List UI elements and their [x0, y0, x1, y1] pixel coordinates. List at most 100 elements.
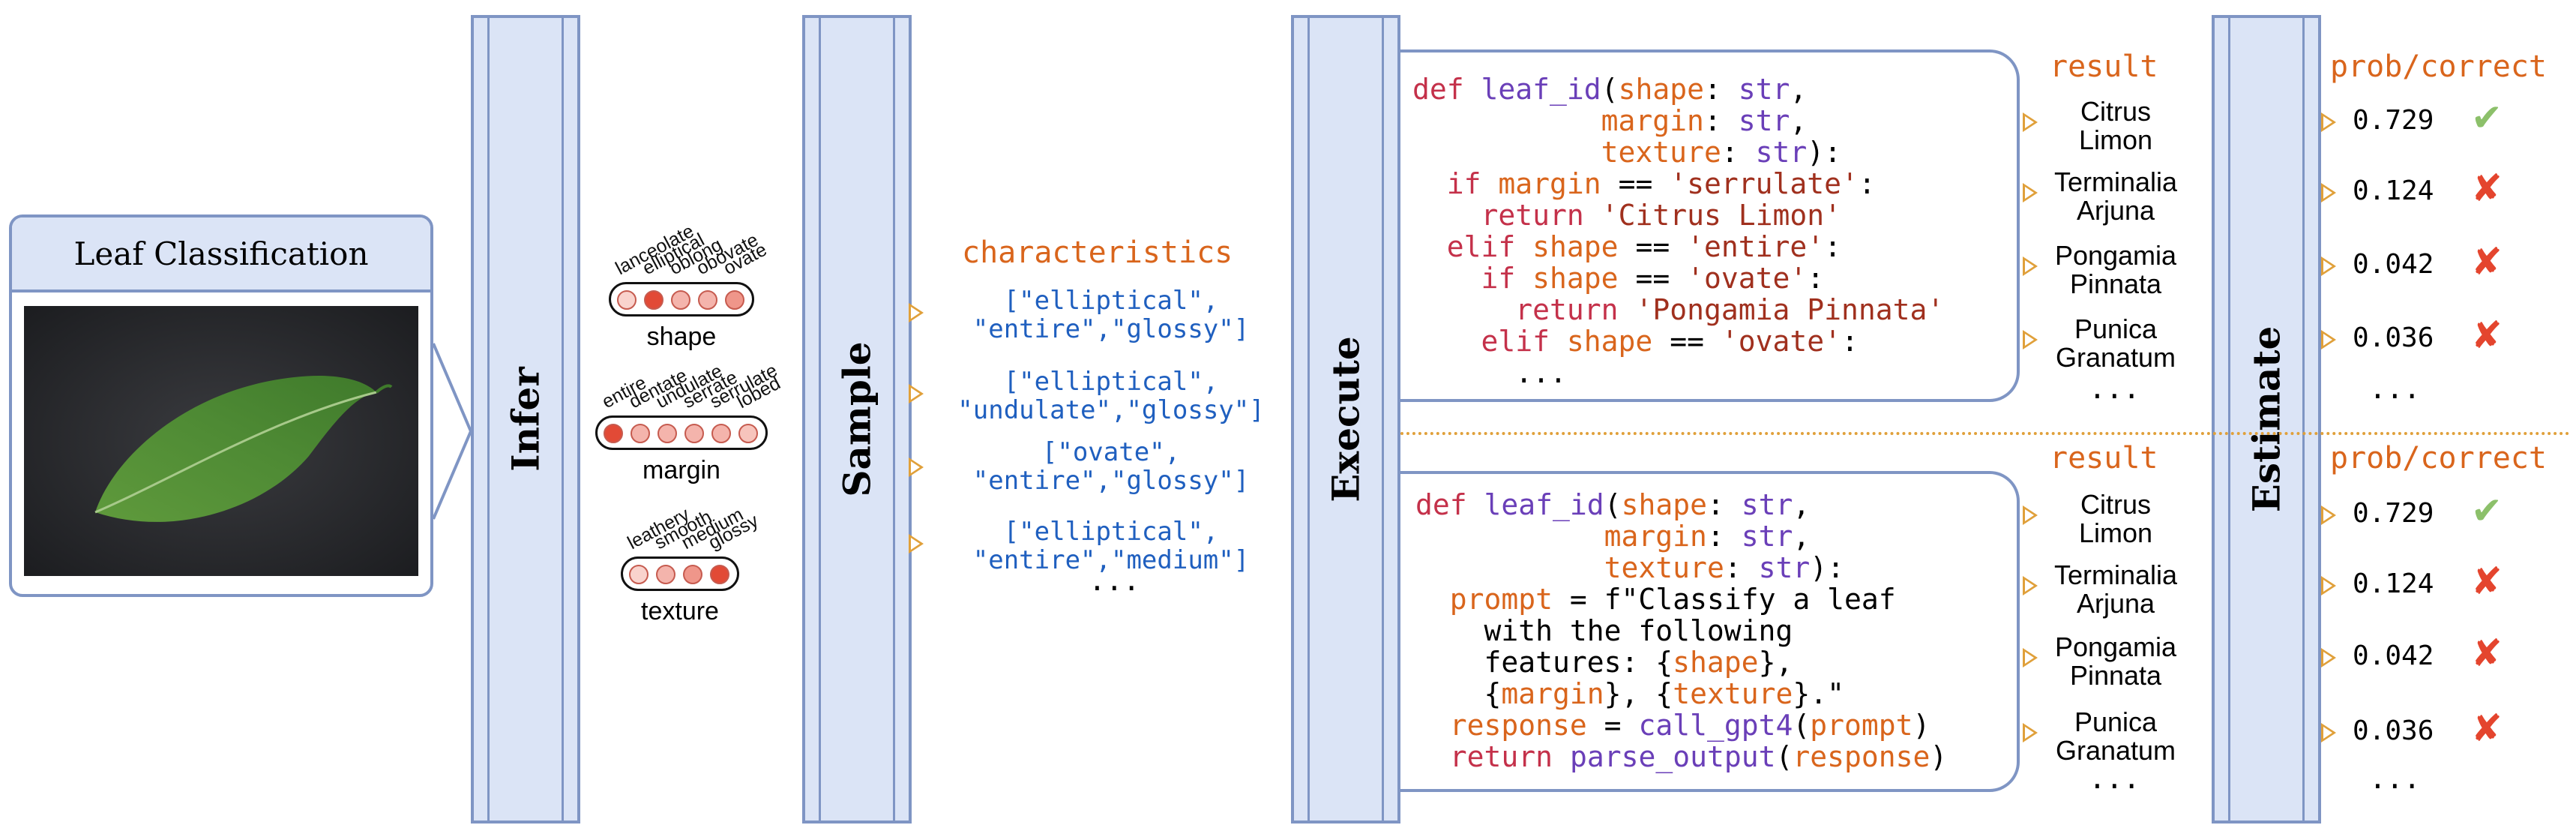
- sample-arrow: [909, 458, 924, 477]
- stage-sample: Sample: [802, 15, 912, 824]
- cross-icon: ✘: [2471, 314, 2503, 357]
- probability-value: 0.042: [2353, 249, 2434, 280]
- prob-ellipsis: ...: [2369, 762, 2421, 795]
- attribute-name: texture: [641, 597, 719, 626]
- check-icon: ✔: [2471, 96, 2503, 140]
- results-ellipsis: ...: [2089, 762, 2140, 795]
- prob-header: prob/correct: [2330, 50, 2547, 84]
- stage-infer-label: Infer: [503, 367, 548, 472]
- prob-arrow: [2321, 506, 2336, 525]
- connector-arrow: [433, 343, 473, 520]
- sample-item: ["elliptical","entire","medium"]: [946, 518, 1276, 574]
- prob-ellipsis: ...: [2369, 372, 2421, 405]
- attribute-option-dot: [617, 290, 637, 310]
- sample-line: ["elliptical",: [1003, 367, 1219, 397]
- check-icon: ✔: [2471, 489, 2503, 532]
- prob-arrow: [2321, 112, 2336, 132]
- result-header: result: [2050, 441, 2158, 476]
- attribute-option-dot: [725, 290, 744, 310]
- sample-line: ["ovate",: [1041, 437, 1181, 467]
- prob-arrow: [2321, 330, 2336, 350]
- attribute-option-dot: [684, 424, 704, 443]
- code-box-rule-based: [1400, 50, 2020, 402]
- result-arrow: [2023, 576, 2038, 596]
- sample-line: ["elliptical",: [1003, 286, 1219, 316]
- cross-icon: ✘: [2471, 706, 2503, 750]
- leaf-photo: [24, 306, 418, 576]
- cross-icon: ✘: [2471, 632, 2503, 675]
- stage-sample-label: Sample: [834, 341, 879, 497]
- code-llm: def leaf_id(shape: str, margin: str, tex…: [1415, 488, 1948, 773]
- probability-value: 0.729: [2353, 105, 2434, 136]
- attribute-option-dot: [710, 565, 729, 584]
- attribute-option-dot: [629, 565, 648, 584]
- prob-arrow: [2321, 256, 2336, 276]
- result-arrow: [2023, 183, 2038, 202]
- input-card: Leaf Classification: [9, 214, 433, 597]
- sample-item: ["elliptical","undulate","glossy"]: [939, 368, 1284, 424]
- attribute-option-dot: [604, 424, 623, 443]
- results-ellipsis: ...: [2089, 372, 2140, 405]
- result-header: result: [2050, 50, 2158, 84]
- stage-execute: Execute: [1291, 15, 1400, 824]
- stage-infer: Infer: [471, 15, 580, 824]
- sample-line: "entire","glossy"]: [972, 314, 1250, 344]
- cross-icon: ✘: [2471, 240, 2503, 284]
- result-arrow: [2023, 330, 2038, 350]
- input-title: Leaf Classification: [12, 218, 430, 292]
- attribute-pill: [609, 282, 754, 316]
- prob-arrow: [2321, 648, 2336, 668]
- attribute-option-dot: [657, 424, 677, 443]
- prob-arrow: [2321, 723, 2336, 742]
- stage-estimate-label: Estimate: [2244, 326, 2289, 513]
- attribute-option-dot: [656, 565, 675, 584]
- sample-arrow: [909, 384, 924, 404]
- probability-value: 0.036: [2353, 322, 2434, 353]
- code-rule-based: def leaf_id(shape: str, margin: str, tex…: [1412, 73, 1945, 389]
- samples-ellipsis: ...: [1089, 564, 1140, 597]
- result-arrow: [2023, 112, 2038, 132]
- prob-arrow: [2321, 183, 2336, 202]
- probability-value: 0.124: [2353, 176, 2434, 206]
- prob-header: prob/correct: [2330, 441, 2547, 476]
- probability-value: 0.036: [2353, 716, 2434, 746]
- sample-line: "entire","medium"]: [972, 545, 1250, 575]
- cross-icon: ✘: [2471, 560, 2503, 603]
- attribute-option-dot: [671, 290, 690, 310]
- characteristics-header: characteristics: [962, 236, 1233, 270]
- attribute-name: shape: [646, 322, 717, 351]
- result-arrow: [2023, 723, 2038, 742]
- result-arrow: [2023, 256, 2038, 276]
- sample-line: ["elliptical",: [1003, 517, 1219, 547]
- code-box-llm: [1400, 471, 2020, 792]
- prob-arrow: [2321, 576, 2336, 596]
- attribute-name: margin: [643, 456, 720, 484]
- sample-item: ["ovate","entire","glossy"]: [946, 438, 1276, 495]
- attribute-option-dot: [698, 290, 717, 310]
- sample-arrow: [909, 303, 924, 322]
- stage-execute-label: Execute: [1323, 336, 1368, 502]
- probability-value: 0.042: [2353, 640, 2434, 671]
- attribute-option-dot: [631, 424, 650, 443]
- attribute-option-dot: [738, 424, 758, 443]
- attribute-option-dot: [711, 424, 731, 443]
- attribute-option-dot: [683, 565, 702, 584]
- attribute-pill: [595, 416, 768, 450]
- attribute-pill: [621, 556, 739, 591]
- probability-value: 0.124: [2353, 568, 2434, 599]
- result-arrow: [2023, 648, 2038, 668]
- result-arrow: [2023, 506, 2038, 525]
- sample-item: ["elliptical","entire","glossy"]: [946, 286, 1276, 344]
- sample-line: "entire","glossy"]: [972, 466, 1250, 496]
- probability-value: 0.729: [2353, 498, 2434, 529]
